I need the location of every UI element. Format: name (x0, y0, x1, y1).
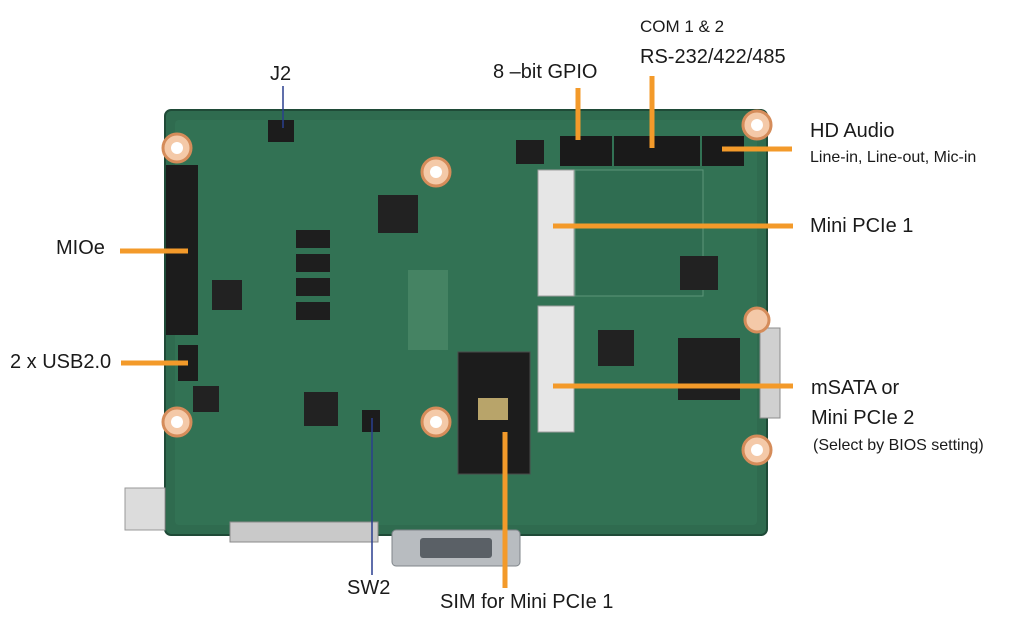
hd-audio-sub-label: Line-in, Line-out, Mic-in (810, 149, 977, 166)
j2-label: J2 (270, 63, 292, 85)
sim-label: SIM for Mini PCIe 1 (440, 591, 614, 613)
msata-slot (537, 305, 575, 433)
com-label-line1: COM 1 & 2 (640, 17, 725, 36)
com-label-line2: RS-232/422/485 (640, 46, 786, 68)
mini-pcie1-label: Mini PCIe 1 (810, 215, 914, 237)
msata-label-line1: mSATA or (811, 377, 900, 399)
mioe-label: MIOe (56, 237, 105, 259)
com-header (614, 136, 700, 166)
gpio-header (560, 136, 612, 166)
gpio-label: 8 –bit GPIO (493, 61, 598, 83)
sw2-switch (362, 410, 380, 432)
pcb-board (124, 109, 781, 567)
msata-note-label: (Select by BIOS setting) (813, 437, 984, 454)
mini-pcie1-slot (537, 169, 575, 297)
j2-jumper (268, 120, 294, 142)
hd-audio-label: HD Audio (810, 120, 895, 142)
sw2-label: SW2 (347, 577, 391, 599)
mounting-holes (161, 109, 773, 466)
msata-label-line2: Mini PCIe 2 (811, 407, 915, 429)
usb-label: 2 x USB2.0 (10, 351, 112, 373)
callout-lines (120, 76, 793, 588)
